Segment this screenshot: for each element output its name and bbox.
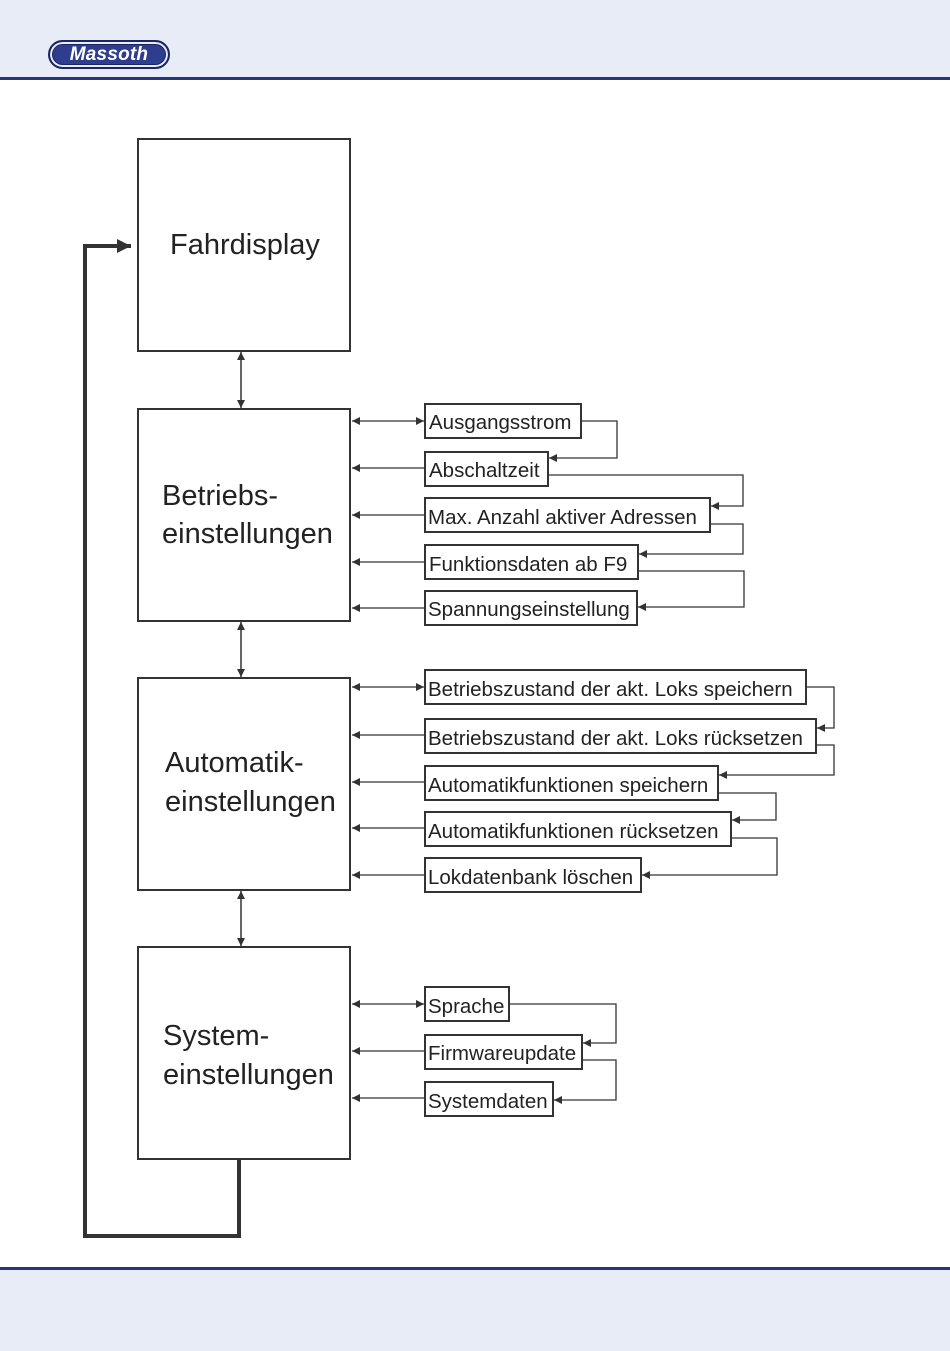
g1-item-2: Max. Anzahl aktiver Adressen — [428, 506, 697, 529]
box-automatikeinstellungen-label-2: einstellungen — [165, 786, 336, 818]
g2-item-box-4 — [424, 857, 642, 893]
box-automatikeinstellungen — [137, 677, 351, 891]
g1-item-0: Ausgangsstrom — [429, 411, 571, 434]
box-fahrdisplay — [137, 138, 351, 352]
g3-link-0 — [510, 1003, 617, 1047]
box-fahrdisplay-label: Fahrdisplay — [170, 229, 320, 261]
g1-item-3: Funktionsdaten ab F9 — [429, 553, 627, 576]
g1-link-1 — [549, 474, 744, 510]
g3-item-box-2 — [424, 1081, 554, 1117]
g3-item-box-1 — [424, 1034, 583, 1070]
return-loop-arrow — [83, 239, 241, 1238]
g2-item-0: Betriebszustand der akt. Loks speichern — [428, 678, 793, 701]
box-systemeinstellungen-label-2: einstellungen — [163, 1059, 334, 1091]
g1-item-box-1 — [424, 451, 549, 487]
g1-item-box-3 — [424, 544, 639, 580]
g3-item-2: Systemdaten — [428, 1090, 548, 1113]
g2-item-box-3 — [424, 811, 732, 847]
massoth-logo: Massoth — [48, 40, 170, 69]
box-systemeinstellungen — [137, 946, 351, 1160]
g2-item-1: Betriebszustand der akt. Loks rücksetzen — [428, 727, 803, 750]
g1-item-box-2 — [424, 497, 711, 533]
g3-item-0: Sprache — [428, 995, 504, 1018]
g3-link-1 — [554, 1059, 617, 1104]
box-systemeinstellungen-label-1: System- — [163, 1020, 269, 1052]
g2-item-box-0 — [424, 669, 807, 705]
g1-link-0 — [549, 420, 618, 462]
box-betriebseinstellungen — [137, 408, 351, 622]
g1-item-box-4 — [424, 590, 638, 626]
g3-item-1: Firmwareupdate — [428, 1042, 576, 1065]
g1-item-4: Spannungseinstellung — [428, 598, 630, 621]
box-automatikeinstellungen-label-1: Automatik- — [165, 747, 304, 779]
box-betriebseinstellungen-label-2: einstellungen — [162, 518, 333, 550]
g2-item-2: Automatikfunktionen speichern — [428, 774, 708, 797]
g3-item-box-0 — [424, 986, 510, 1022]
g2-link-2 — [719, 792, 777, 824]
g1-link-2 — [639, 523, 744, 558]
g2-item-4: Lokdatenbank löschen — [428, 866, 633, 889]
g2-link-0 — [807, 686, 835, 732]
footer-band — [0, 1267, 950, 1351]
g2-item-3: Automatikfunktionen rücksetzen — [428, 820, 719, 843]
g2-item-box-2 — [424, 765, 719, 801]
g2-link-1 — [719, 744, 835, 779]
box-betriebseinstellungen-label-1: Betriebs- — [162, 480, 278, 512]
g2-link-3 — [642, 837, 778, 879]
g2-item-box-1 — [424, 718, 817, 754]
g1-link-3 — [638, 570, 745, 611]
g1-item-1: Abschaltzeit — [429, 459, 540, 482]
g1-item-box-0 — [424, 403, 582, 439]
